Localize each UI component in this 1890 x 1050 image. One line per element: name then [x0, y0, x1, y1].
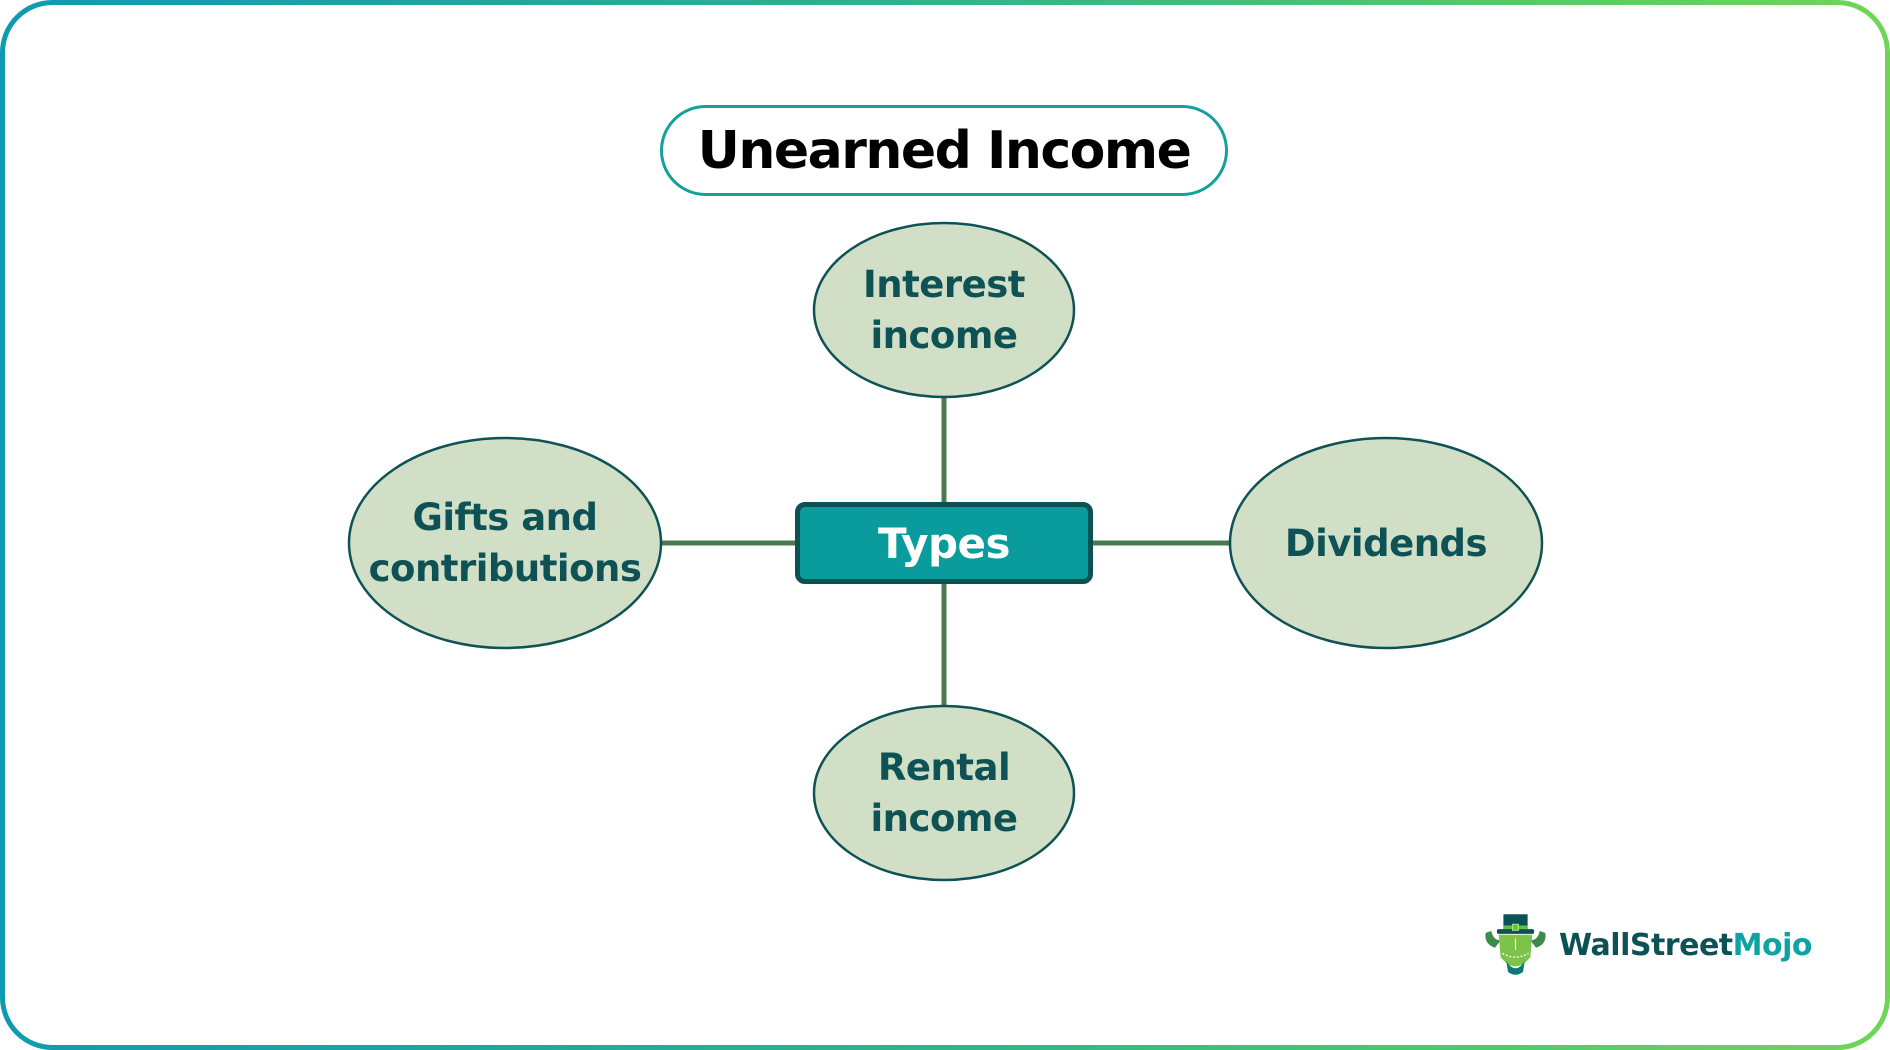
node-rental-income: Rental income [814, 706, 1074, 880]
bull-mascot-icon [1485, 914, 1546, 975]
node-gifts-line1: Gifts and [412, 496, 598, 539]
node-rental-line1: Rental [877, 746, 1011, 789]
title-text: Unearned Income [697, 120, 1192, 181]
node-rental-income-shape [812, 704, 1076, 882]
connectors [661, 398, 1230, 705]
node-rental-line2: income [870, 797, 1018, 840]
node-gifts-and-contributions: Gifts and contributions [349, 438, 661, 648]
node-gifts-shape [347, 436, 663, 650]
node-interest-line2: income [870, 314, 1018, 357]
node-dividends-line1: Dividends [1284, 521, 1488, 565]
node-interest-income-shape [812, 221, 1076, 399]
brand-logo: WallStreetMojo [1482, 910, 1813, 980]
node-gifts-line2: contributions [368, 547, 642, 590]
brand-name-part2: Mojo [1732, 927, 1813, 963]
center-node-label: Types [877, 518, 1011, 568]
brand-name: WallStreetMojo [1559, 928, 1812, 963]
diagram-title: Unearned Income [660, 105, 1228, 196]
center-node-types: Types [795, 502, 1093, 584]
node-interest-income: Interest income [814, 223, 1074, 397]
node-dividends: Dividends [1230, 438, 1542, 648]
brand-name-part1: WallStreet [1559, 927, 1733, 963]
node-dividends-shape [1228, 436, 1544, 650]
node-interest-line1: Interest [863, 263, 1025, 306]
